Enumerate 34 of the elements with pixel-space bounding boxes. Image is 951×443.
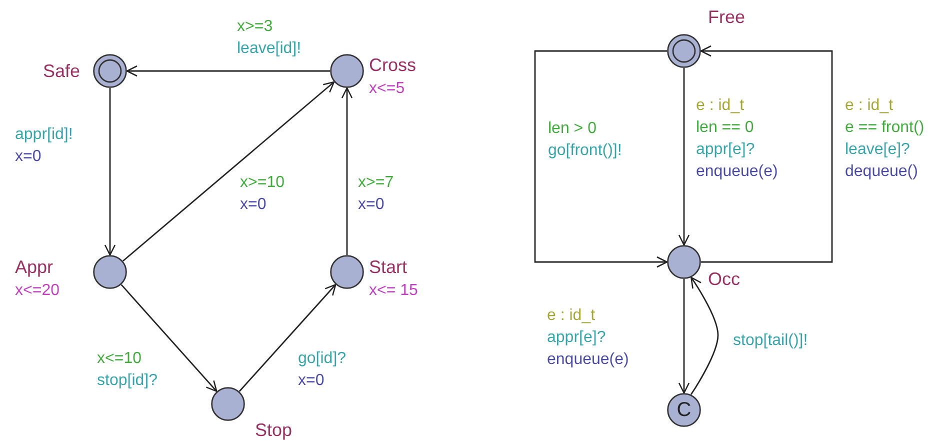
edge-label: len > 0 go[front()]! (548, 119, 622, 161)
edge-label: x<=10 stop[id]? (97, 349, 158, 391)
transition-arrow (700, 45, 833, 263)
transition-arrow (126, 65, 330, 77)
invariant-label: x<= 15 (369, 281, 418, 301)
edge-label: x>=3 leave[id]! (237, 17, 302, 59)
edge-label: e : id_t e == front() leave[e]? dequeue() (845, 96, 924, 182)
transition-arrow (678, 68, 690, 246)
edge-label: appr[id]! x=0 (15, 125, 73, 167)
edge-label: stop[tail()]! (733, 331, 808, 351)
transition-arrow (122, 81, 335, 262)
transition-arrow (104, 88, 116, 256)
transition-arrow (534, 50, 668, 268)
invariant-label: x<=5 (369, 79, 405, 99)
transition-arrow (341, 87, 353, 255)
state-name: Start (369, 256, 408, 278)
state-name: Occ (708, 268, 740, 290)
invariant-label: x<=20 (15, 281, 60, 301)
edge-label: x>=7 x=0 (358, 173, 394, 215)
transition-arrow (238, 284, 336, 392)
edge-label: x>=10 x=0 (240, 173, 284, 215)
state-name: Free (708, 6, 746, 28)
state-name: Stop (255, 419, 292, 441)
state-name: Safe (42, 60, 80, 82)
state-name: Cross (369, 54, 416, 76)
transition-arrow (120, 284, 218, 392)
committed-mark: C (676, 398, 692, 423)
state-circle (667, 393, 701, 427)
edge-label: e : id_t appr[e]? enqueue(e) (547, 306, 629, 370)
transition-arrow (690, 276, 719, 395)
transition-arrow (678, 279, 690, 394)
edge-label: e : id_t len == 0 appr[e]? enqueue(e) (696, 96, 778, 182)
state-name: Appr (15, 256, 54, 278)
edge-label: go[id]? x=0 (298, 349, 346, 391)
